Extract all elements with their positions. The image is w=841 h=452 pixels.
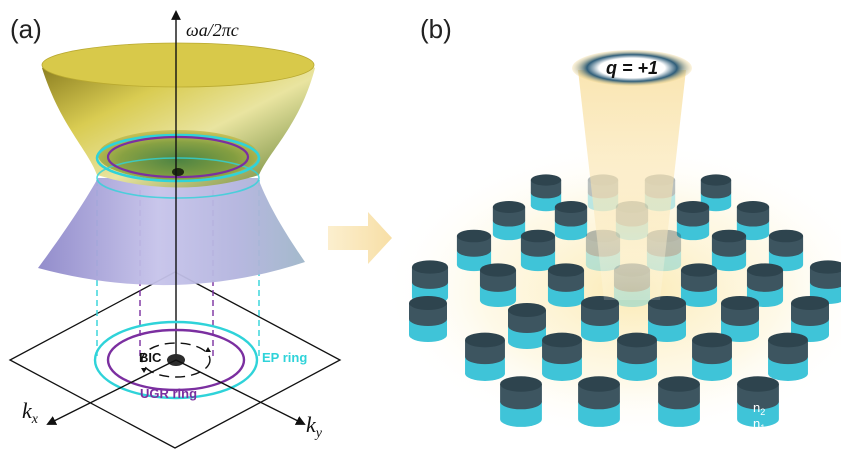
svg-text:ky: ky [306,412,323,441]
pillar [465,332,505,381]
pillar-top-face [479,263,517,277]
pillar [508,303,546,349]
pillar [676,201,710,241]
panel-b-label: (b) [420,14,452,44]
pillar-top-face [411,260,449,274]
pillar-top-face [617,332,657,348]
panel-a: (a) ωa/2πc [8,10,342,449]
pillar-top-face [809,260,841,274]
pillar [617,332,657,381]
pillar [520,229,556,272]
transition-arrow-icon [328,212,392,264]
index-n1-subscript: 1 [760,423,765,433]
pillar-top-face [492,201,526,213]
svg-text:n2: n2 [753,400,765,417]
pillar-top-face [547,263,585,277]
pillar [479,263,517,308]
pillar-top-face [530,174,562,186]
pillar-top-face [692,332,732,348]
pillar [581,296,619,342]
ep-ring-3d-lower [96,157,260,199]
index-n2-label: n [753,400,760,415]
pillar [658,376,700,427]
pillar [530,174,562,212]
k-plane [8,271,342,449]
pillar [492,201,526,241]
svg-text:n1: n1 [753,416,765,433]
pillar-top-face [508,303,546,317]
index-n2-subscript: 2 [760,407,765,417]
ky-axis-label: k [306,412,317,437]
pillar-top-face [658,376,700,392]
pillar-top-face [700,174,732,186]
pillar-top-face [768,332,808,348]
pillar [700,174,732,212]
ugr-ring-label: UGR ring [140,386,197,401]
ky-axis-subscript: y [314,426,323,441]
pillar-array [409,174,841,427]
kx-axis-label: k [22,398,33,423]
upper-band-rim [41,42,315,88]
bic-label: BIC [139,350,162,365]
pillar [554,201,588,241]
pillar [578,376,620,427]
pillar-top-face [768,229,804,243]
pillar-top-face [791,296,829,310]
vertical-axis-label: ωa/2πc [186,20,239,40]
ugr-ring-3d [106,135,250,179]
pillar [721,296,759,342]
pillar-top-face [520,229,556,243]
ky-axis [175,359,306,425]
pillar [680,263,718,308]
pillar-top-face [676,201,710,213]
bic-point [172,168,184,176]
charge-label: q = +1 [606,58,658,78]
kx-axis-subscript: x [31,412,39,427]
pillar-top-face [456,229,492,243]
lower-band-surface [38,178,305,286]
pillar-top-face [500,376,542,392]
index-n1-label: n [753,416,760,431]
panel-b: (b) q = +1 n2 n1 [382,14,841,440]
ugr-ring-projection [106,328,246,392]
pillar-top-face [737,376,779,392]
winding-circle [141,342,211,378]
pillar-top-face [680,263,718,277]
pillar-top-face [578,376,620,392]
pillar-top-face [409,296,447,310]
svg-text:kx: kx [22,398,39,427]
ep-ring-projection [93,320,259,400]
pillar-top-face [554,201,588,213]
pillar-top-face [721,296,759,310]
light-beam [578,70,686,300]
vortex-ring [572,50,692,86]
kx-axis [46,359,177,425]
pillar [542,332,582,381]
pillar [547,263,585,308]
pillar [692,332,732,381]
pillar-top-face [465,332,505,348]
panel-a-label: (a) [10,14,42,44]
pillar [737,376,779,427]
upper-band-interior [98,130,258,180]
pillar-top-face [711,229,747,243]
winding-arrow-icon [205,347,211,352]
pillar-top-face [746,263,784,277]
ep-ring-label: EP ring [262,350,307,365]
pillar [768,332,808,381]
pillar-top-face [736,201,770,213]
pillar [409,296,447,342]
pillar [711,229,747,272]
pillar [456,229,492,272]
winding-arrow-icon [141,368,147,373]
pillar [500,376,542,427]
pillar [648,296,686,342]
ep-ring-3d [95,133,261,183]
pillar-top-face [542,332,582,348]
